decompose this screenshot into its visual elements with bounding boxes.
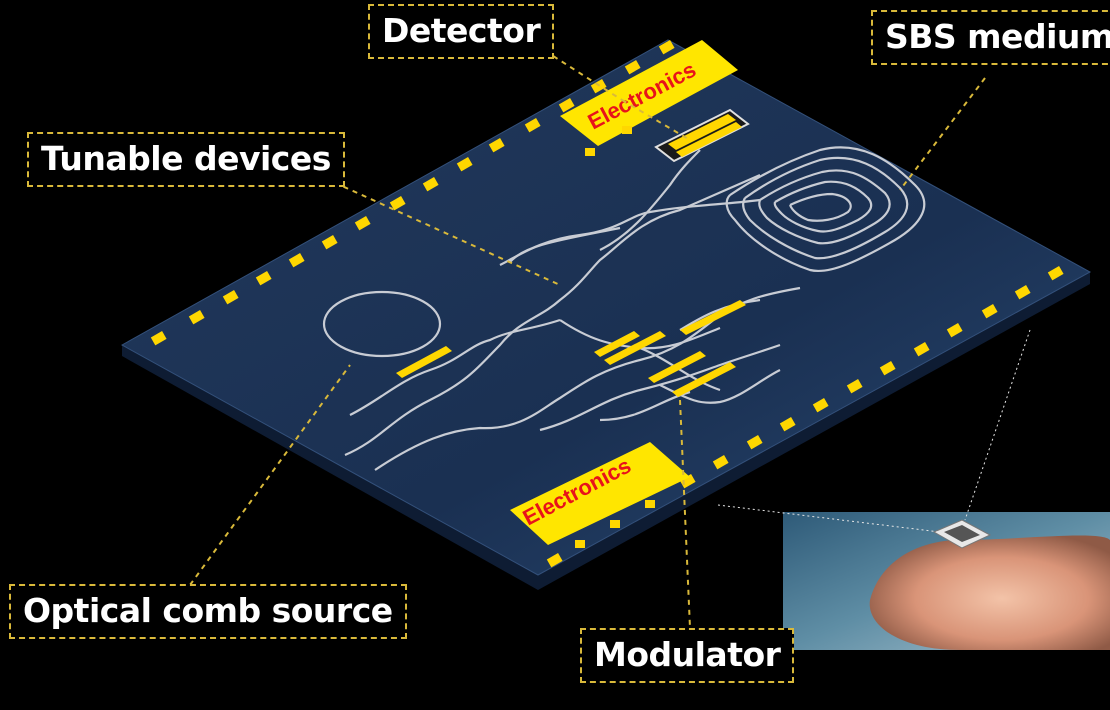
electronics-block-bottom (510, 442, 690, 548)
waveguides (322, 146, 926, 471)
optical-comb-source-label: Optical comb source (9, 584, 407, 639)
ring-resonator (322, 290, 442, 358)
sbs-medium-label: SBS medium (871, 10, 1110, 65)
electrodes (396, 300, 746, 397)
tunable-devices-label: Tunable devices (27, 132, 345, 187)
chip-surface (120, 39, 1092, 576)
zoom-lines (717, 329, 1031, 533)
sbs-spiral (725, 146, 926, 273)
detector-component (654, 108, 750, 163)
bond-pads (150, 40, 1064, 568)
detector-label: Detector (368, 4, 555, 59)
fingertip-photo (783, 512, 1110, 650)
callout-leaders (189, 39, 986, 629)
modulator-label: Modulator (580, 628, 795, 683)
electronics-block-top (560, 40, 738, 156)
